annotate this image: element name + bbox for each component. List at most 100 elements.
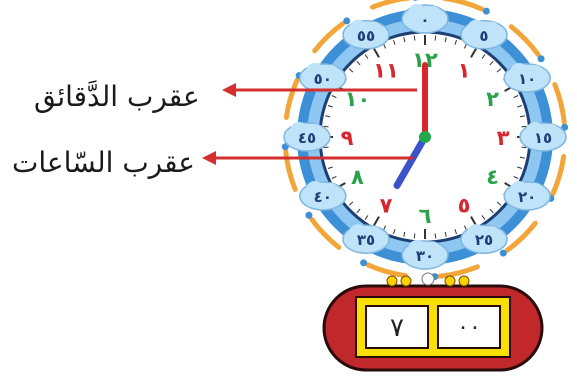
- clock-tick: [481, 215, 486, 220]
- clock-tick: [413, 35, 416, 41]
- label-pointer-arrows: [202, 83, 417, 165]
- cloud-puff: [366, 226, 382, 243]
- digital-clock: ٧ ٠٠: [322, 272, 544, 372]
- minute-marker-label: ٥: [479, 27, 488, 45]
- cloud-puff: [425, 6, 441, 22]
- curved-arrow-head-icon: [537, 55, 545, 63]
- clock-tick: [454, 39, 457, 45]
- minute-marker-label: ٠: [420, 11, 429, 29]
- clock-tick: [444, 37, 447, 43]
- clock-tick: [356, 208, 361, 214]
- cloud-puff: [305, 63, 324, 81]
- cloud-puff: [527, 183, 544, 199]
- clock-tick: [519, 156, 525, 159]
- minute-marker-cloud: ٣٠: [401, 240, 449, 270]
- clock-tick: [521, 146, 527, 149]
- cloud-puff: [307, 124, 323, 140]
- curved-arrow-icon: [552, 82, 567, 125]
- cloud-puff: [467, 224, 485, 243]
- curved-arrow-icon: [508, 24, 541, 58]
- minute-marker-cloud: ٥: [460, 19, 508, 50]
- cloud-puff: [305, 181, 324, 199]
- clock-tick: [373, 48, 380, 58]
- curved-arrow-icon: [442, 0, 485, 12]
- digital-hours-value: ٧: [390, 313, 404, 343]
- clock-tick: [383, 43, 387, 49]
- minute-arrowhead-icon: [222, 83, 236, 97]
- curved-arrow-head-icon: [412, 0, 418, 1]
- clock-tick: [393, 229, 396, 235]
- minute-marker-cloud: ٤٠: [299, 181, 347, 211]
- cloud-puff: [408, 240, 426, 258]
- clock-tick: [327, 166, 333, 169]
- clock-tick: [463, 225, 467, 231]
- minute-hand-label: عقرب الدَّقائق: [34, 80, 200, 113]
- minute-marker-cloud: ٢٥: [460, 224, 508, 254]
- minute-marker-cloud: ٥٥: [342, 19, 390, 50]
- clock-tick: [470, 216, 477, 226]
- clock-tick: [470, 48, 477, 58]
- clock-tick: [327, 105, 333, 108]
- cloud-puff: [484, 21, 500, 38]
- digital-minutes-value: ٠٠: [457, 315, 481, 340]
- cloud-puff: [322, 65, 339, 81]
- curved-arrow-icon: [309, 216, 342, 250]
- hour-numeral: ٥: [458, 194, 471, 218]
- clock-tick: [325, 115, 331, 118]
- minute-marker-label: ٤٠: [314, 188, 332, 206]
- minute-marker-label: ١٠: [518, 70, 536, 88]
- clock-tick: [444, 231, 447, 237]
- clock-tick: [393, 39, 396, 45]
- hour-hand: [393, 133, 429, 189]
- minute-marker-cloud: ٢٠: [503, 181, 551, 211]
- clock-tick: [434, 233, 437, 239]
- minute-marker-cloud: ١٠: [503, 63, 551, 93]
- curved-arrow-head-icon: [305, 211, 313, 219]
- curved-arrow-head-icon: [482, 7, 490, 15]
- hour-numeral: ٧: [380, 194, 393, 218]
- curved-arrow-head-icon: [343, 17, 351, 25]
- cloud-puff: [543, 124, 559, 140]
- cloud-puff: [290, 122, 308, 140]
- clock-tick: [496, 201, 502, 206]
- curved-arrow-head-icon: [360, 259, 368, 267]
- curved-arrow-icon: [504, 220, 538, 253]
- clock-tick: [489, 60, 494, 66]
- cloud-puff: [366, 21, 382, 38]
- clock-tick: [513, 175, 519, 179]
- cloud-puff: [349, 224, 367, 243]
- clock-tick: [348, 201, 354, 206]
- clock-tick: [364, 54, 369, 59]
- hour-numeral: ٢: [486, 87, 499, 111]
- minute-marker-cloud: ٣٥: [342, 224, 390, 254]
- minute-marker-label: ٢٠: [518, 188, 536, 206]
- minute-marker-label: ١٥: [534, 129, 552, 147]
- clock-tick: [403, 231, 406, 237]
- clock-center-pin: [419, 131, 431, 143]
- clock-tick: [496, 68, 502, 73]
- hour-hand-label: عقرب السّاعات: [12, 146, 195, 179]
- minute-marker-label: ٥٠: [314, 70, 332, 88]
- minute-marker-cloud: ٤٥: [283, 122, 331, 152]
- minute-marker-cloud: ٥٠: [299, 63, 347, 93]
- clock-tick: [434, 35, 437, 41]
- hour-numeral: ٣: [497, 126, 510, 150]
- hour-arrowhead-icon: [202, 151, 216, 165]
- cloud-puff: [510, 181, 529, 199]
- cloud-puff: [425, 242, 441, 258]
- cloud-puff: [527, 65, 544, 81]
- clock-tick: [383, 225, 387, 231]
- clock-tick: [323, 146, 329, 149]
- clock-tick: [323, 125, 329, 128]
- digital-top-dot: [444, 275, 456, 287]
- clock-tick: [356, 60, 361, 66]
- curved-arrow-icon: [370, 0, 412, 10]
- clock-tick: [454, 229, 457, 235]
- clock-tick: [364, 215, 369, 220]
- hour-numeral: ١١: [373, 58, 399, 82]
- minute-marker-label: ٣٠: [416, 247, 434, 265]
